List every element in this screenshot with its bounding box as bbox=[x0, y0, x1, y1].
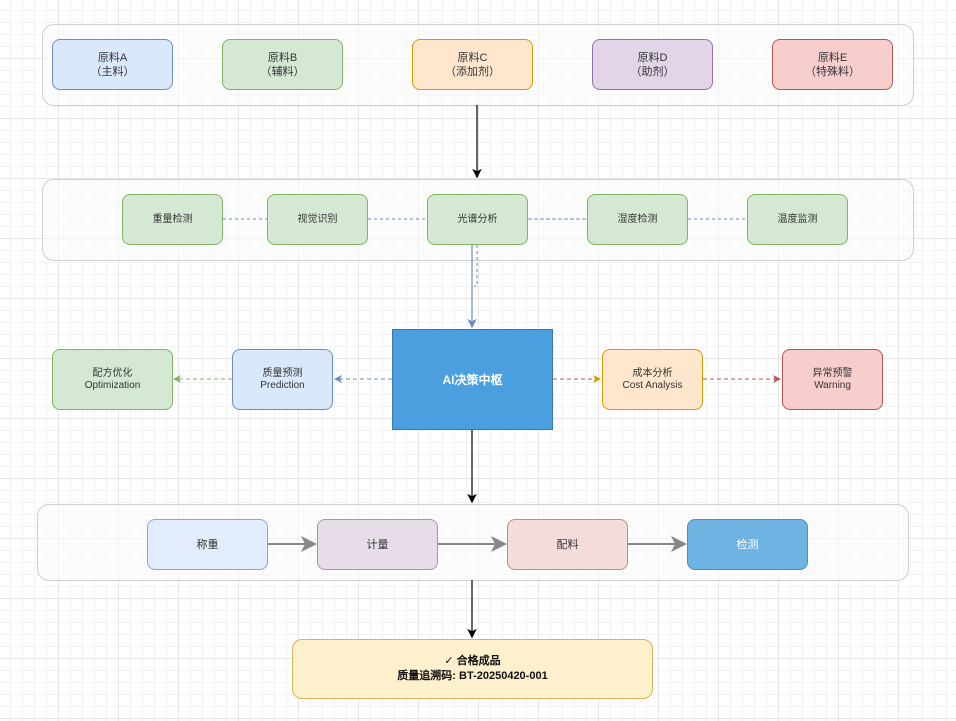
raw-material-b[interactable]: 原料B （辅料） bbox=[222, 39, 343, 90]
raw-material-sub: （助剂） bbox=[630, 65, 675, 78]
traceability-code: 质量追溯码: BT-20250420-001 bbox=[397, 670, 548, 682]
output-cn: 配方优化 bbox=[92, 367, 133, 379]
ai-decision-hub[interactable]: AI决策中枢 bbox=[392, 329, 553, 430]
sensor-temperature[interactable]: 温度监测 bbox=[747, 194, 848, 245]
sensor-vision[interactable]: 视觉识别 bbox=[267, 194, 368, 245]
raw-material-name: 原料D bbox=[637, 51, 668, 64]
output-en: Warning bbox=[814, 379, 851, 391]
sensor-label: 温度监测 bbox=[777, 213, 818, 225]
raw-material-e[interactable]: 原料E （特殊料） bbox=[772, 39, 893, 90]
sensor-label: 视觉识别 bbox=[297, 213, 338, 225]
raw-material-c[interactable]: 原料C （添加剂） bbox=[412, 39, 533, 90]
raw-material-name: 原料B bbox=[267, 51, 298, 64]
sensor-label: 湿度检测 bbox=[617, 213, 658, 225]
output-cn: 质量预测 bbox=[262, 367, 303, 379]
raw-material-name: 原料A bbox=[97, 51, 128, 64]
process-step-batching[interactable]: 配料 bbox=[507, 519, 628, 570]
process-step-metering[interactable]: 计量 bbox=[317, 519, 438, 570]
sensor-label: 重量检测 bbox=[152, 213, 193, 225]
raw-material-sub: （特殊料） bbox=[805, 65, 860, 78]
result-title: ✓ 合格成品 bbox=[444, 655, 501, 667]
output-cn: 成本分析 bbox=[632, 367, 673, 379]
output-en: Prediction bbox=[260, 379, 305, 391]
ai-hub-label: AI决策中枢 bbox=[442, 373, 503, 387]
sensor-weight[interactable]: 重量检测 bbox=[122, 194, 223, 245]
output-cost-analysis[interactable]: 成本分析 Cost Analysis bbox=[602, 349, 703, 410]
process-step-label: 称重 bbox=[196, 538, 219, 551]
output-warning[interactable]: 异常预警 Warning bbox=[782, 349, 883, 410]
output-cn: 异常预警 bbox=[812, 367, 853, 379]
output-prediction[interactable]: 质量预测 Prediction bbox=[232, 349, 333, 410]
raw-material-a[interactable]: 原料A （主料） bbox=[52, 39, 173, 90]
raw-material-name: 原料C bbox=[457, 51, 488, 64]
output-en: Optimization bbox=[84, 379, 141, 391]
process-step-label: 配料 bbox=[556, 538, 579, 551]
process-step-label: 检测 bbox=[736, 538, 759, 551]
sensor-spectrum[interactable]: 光谱分析 bbox=[427, 194, 528, 245]
raw-material-name: 原料E bbox=[817, 51, 848, 64]
raw-material-d[interactable]: 原料D （助剂） bbox=[592, 39, 713, 90]
process-step-weighing[interactable]: 称重 bbox=[147, 519, 268, 570]
raw-material-sub: （辅料） bbox=[260, 65, 305, 78]
output-optimization[interactable]: 配方优化 Optimization bbox=[52, 349, 173, 410]
sensor-humidity[interactable]: 湿度检测 bbox=[587, 194, 688, 245]
sensor-label: 光谱分析 bbox=[457, 213, 498, 225]
raw-material-sub: （主料） bbox=[90, 65, 135, 78]
process-step-label: 计量 bbox=[366, 538, 389, 551]
qualified-product-result[interactable]: ✓ 合格成品 质量追溯码: BT-20250420-001 bbox=[292, 639, 653, 699]
process-step-inspection[interactable]: 检测 bbox=[687, 519, 808, 570]
output-en: Cost Analysis bbox=[622, 379, 683, 391]
raw-material-sub: （添加剂） bbox=[445, 65, 500, 78]
